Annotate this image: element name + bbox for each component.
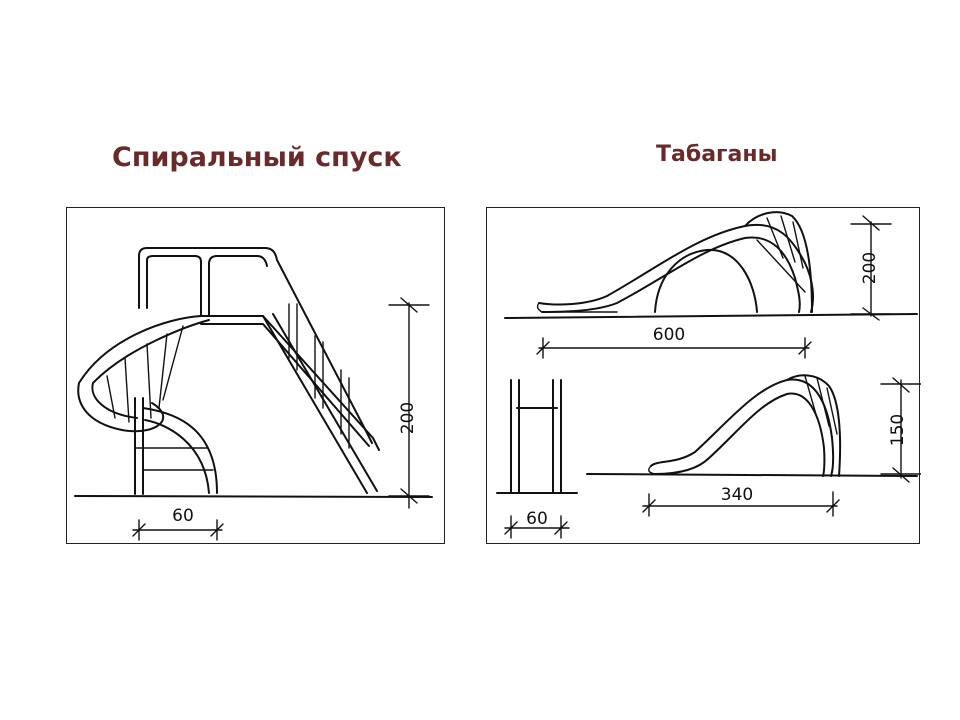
title-toboggans: Табаганы: [656, 142, 778, 167]
tower-left-leg: [134, 397, 144, 495]
tower-frame-top: [138, 247, 373, 444]
bottom-ground-line: [586, 473, 918, 477]
top-ground-line: [504, 313, 918, 319]
top-slide-lip: [536, 302, 618, 313]
spiral-slide-drawing: 200 60: [66, 207, 445, 544]
top-length-label: 600: [653, 325, 685, 345]
spiral-upper-coil: [77, 315, 202, 433]
front-width-label: 60: [526, 509, 548, 529]
bottom-slide-lip: [648, 465, 656, 475]
height-dimension-line: [388, 297, 430, 509]
height-dimension-label: 200: [398, 402, 418, 434]
title-spiral-slide: Спиральный спуск: [112, 142, 402, 173]
top-height-label: 200: [860, 252, 880, 284]
top-height-dimension-line: [850, 215, 892, 321]
bottom-slide-surface: [650, 378, 835, 477]
width-dimension-line: [132, 519, 224, 541]
bottom-height-dimension-line: [880, 377, 921, 483]
top-slide-underside: [541, 236, 801, 313]
bottom-length-dimension-line: [642, 491, 840, 517]
bottom-slide-underside: [654, 392, 826, 477]
bottom-slide-hood-ribs: [804, 375, 838, 435]
bottom-slide-hood: [786, 374, 842, 477]
toboggans-drawing: 200 600 60 150 340: [486, 207, 921, 544]
ground-line: [74, 495, 433, 498]
spiral-ribs: [106, 325, 184, 423]
top-length-dimension-line: [536, 337, 812, 359]
top-slide-hood-ribs: [756, 215, 806, 293]
spiral-lower-inner: [144, 419, 210, 494]
spiral-slide-sketch: 200 60: [74, 247, 433, 541]
top-slide-hood: [744, 211, 813, 313]
top-slide-arch: [654, 248, 758, 313]
front-view-posts: [510, 379, 562, 494]
bottom-height-label: 150: [888, 414, 908, 446]
tower-inner-frame-2: [208, 255, 268, 317]
tower-inner-frame: [146, 255, 202, 317]
bottom-length-label: 340: [721, 485, 753, 505]
toboggans-sketch: 200 600 60 150 340: [496, 211, 921, 539]
top-slide-surface: [538, 223, 814, 313]
width-dimension-label: 60: [172, 506, 194, 526]
front-width-dimension-line: [504, 515, 570, 539]
spiral-lower-coil: [142, 407, 218, 494]
spiral-bottom-ribs: [134, 447, 214, 471]
stair-balusters: [288, 303, 350, 449]
platform-rail: [200, 315, 380, 451]
spiral-upper-inner: [91, 319, 210, 419]
stair-stringers: [262, 313, 378, 494]
platform-rail-lower: [200, 323, 370, 447]
